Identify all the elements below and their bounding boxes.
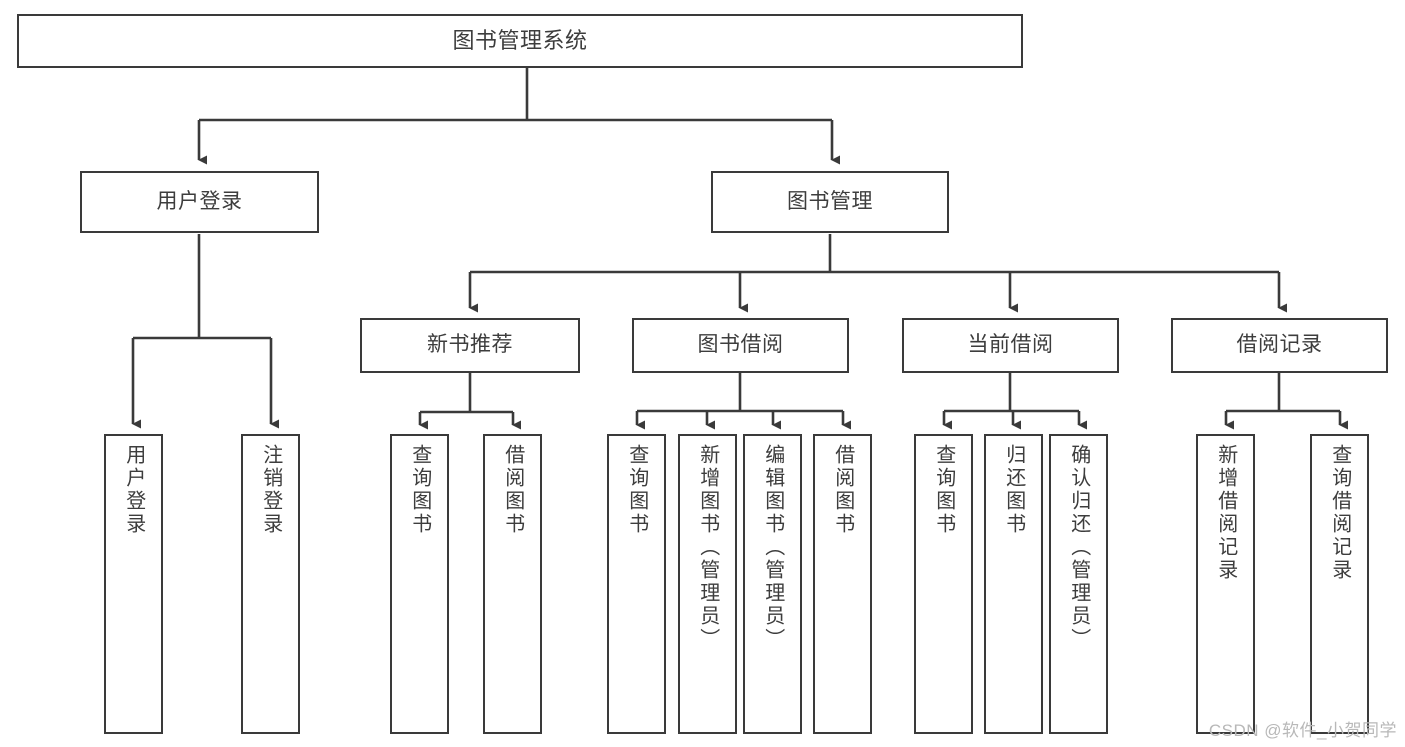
node-label: 归还图书 — [1002, 444, 1025, 536]
node-root-system[interactable]: 图书管理系统 — [17, 14, 1023, 68]
node-label: 当前借阅 — [967, 333, 1054, 357]
leaf-query-book-borrow[interactable]: 查询图书 — [607, 434, 666, 734]
node-current-borrow[interactable]: 当前借阅 — [902, 318, 1119, 373]
leaf-return-book[interactable]: 归还图书 — [984, 434, 1043, 734]
node-label: 借阅图书 — [501, 444, 524, 536]
node-book-manage[interactable]: 图书管理 — [711, 171, 949, 233]
node-new-book-recommend[interactable]: 新书推荐 — [360, 318, 580, 373]
node-label: 确认归还（管理员） — [1067, 444, 1090, 651]
node-label: 查询图书 — [932, 444, 955, 536]
node-label: 新增图书（管理员） — [696, 444, 719, 651]
node-label: 查询图书 — [408, 444, 431, 536]
leaf-user-login[interactable]: 用户登录 — [104, 434, 163, 734]
node-label: 编辑图书（管理员） — [761, 444, 784, 651]
node-book-borrow[interactable]: 图书借阅 — [632, 318, 849, 373]
node-label: 查询借阅记录 — [1328, 444, 1351, 582]
leaf-add-book-admin[interactable]: 新增图书（管理员） — [678, 434, 737, 734]
leaf-edit-book-admin[interactable]: 编辑图书（管理员） — [743, 434, 802, 734]
node-label: 新增借阅记录 — [1214, 444, 1237, 582]
node-label: 新书推荐 — [427, 333, 513, 357]
leaf-query-book-recommend[interactable]: 查询图书 — [390, 434, 449, 734]
leaf-add-borrow-record[interactable]: 新增借阅记录 — [1196, 434, 1255, 734]
node-user-login[interactable]: 用户登录 — [80, 171, 319, 233]
node-label: 借阅图书 — [831, 444, 854, 536]
node-label: 借阅记录 — [1236, 333, 1323, 357]
node-label: 注销登录 — [259, 444, 282, 536]
node-label: 图书借阅 — [697, 333, 784, 357]
node-label: 图书管理 — [787, 189, 873, 213]
node-label: 用户登录 — [122, 444, 145, 536]
node-label: 查询图书 — [625, 444, 648, 536]
leaf-query-book-current[interactable]: 查询图书 — [914, 434, 973, 734]
leaf-query-borrow-record[interactable]: 查询借阅记录 — [1310, 434, 1369, 734]
node-label: 图书管理系统 — [452, 28, 588, 54]
node-label: 用户登录 — [156, 189, 243, 213]
node-borrow-record[interactable]: 借阅记录 — [1171, 318, 1388, 373]
leaf-borrow-book[interactable]: 借阅图书 — [813, 434, 872, 734]
leaf-borrow-book-recommend[interactable]: 借阅图书 — [483, 434, 542, 734]
leaf-confirm-return-admin[interactable]: 确认归还（管理员） — [1049, 434, 1108, 734]
leaf-logout[interactable]: 注销登录 — [241, 434, 300, 734]
